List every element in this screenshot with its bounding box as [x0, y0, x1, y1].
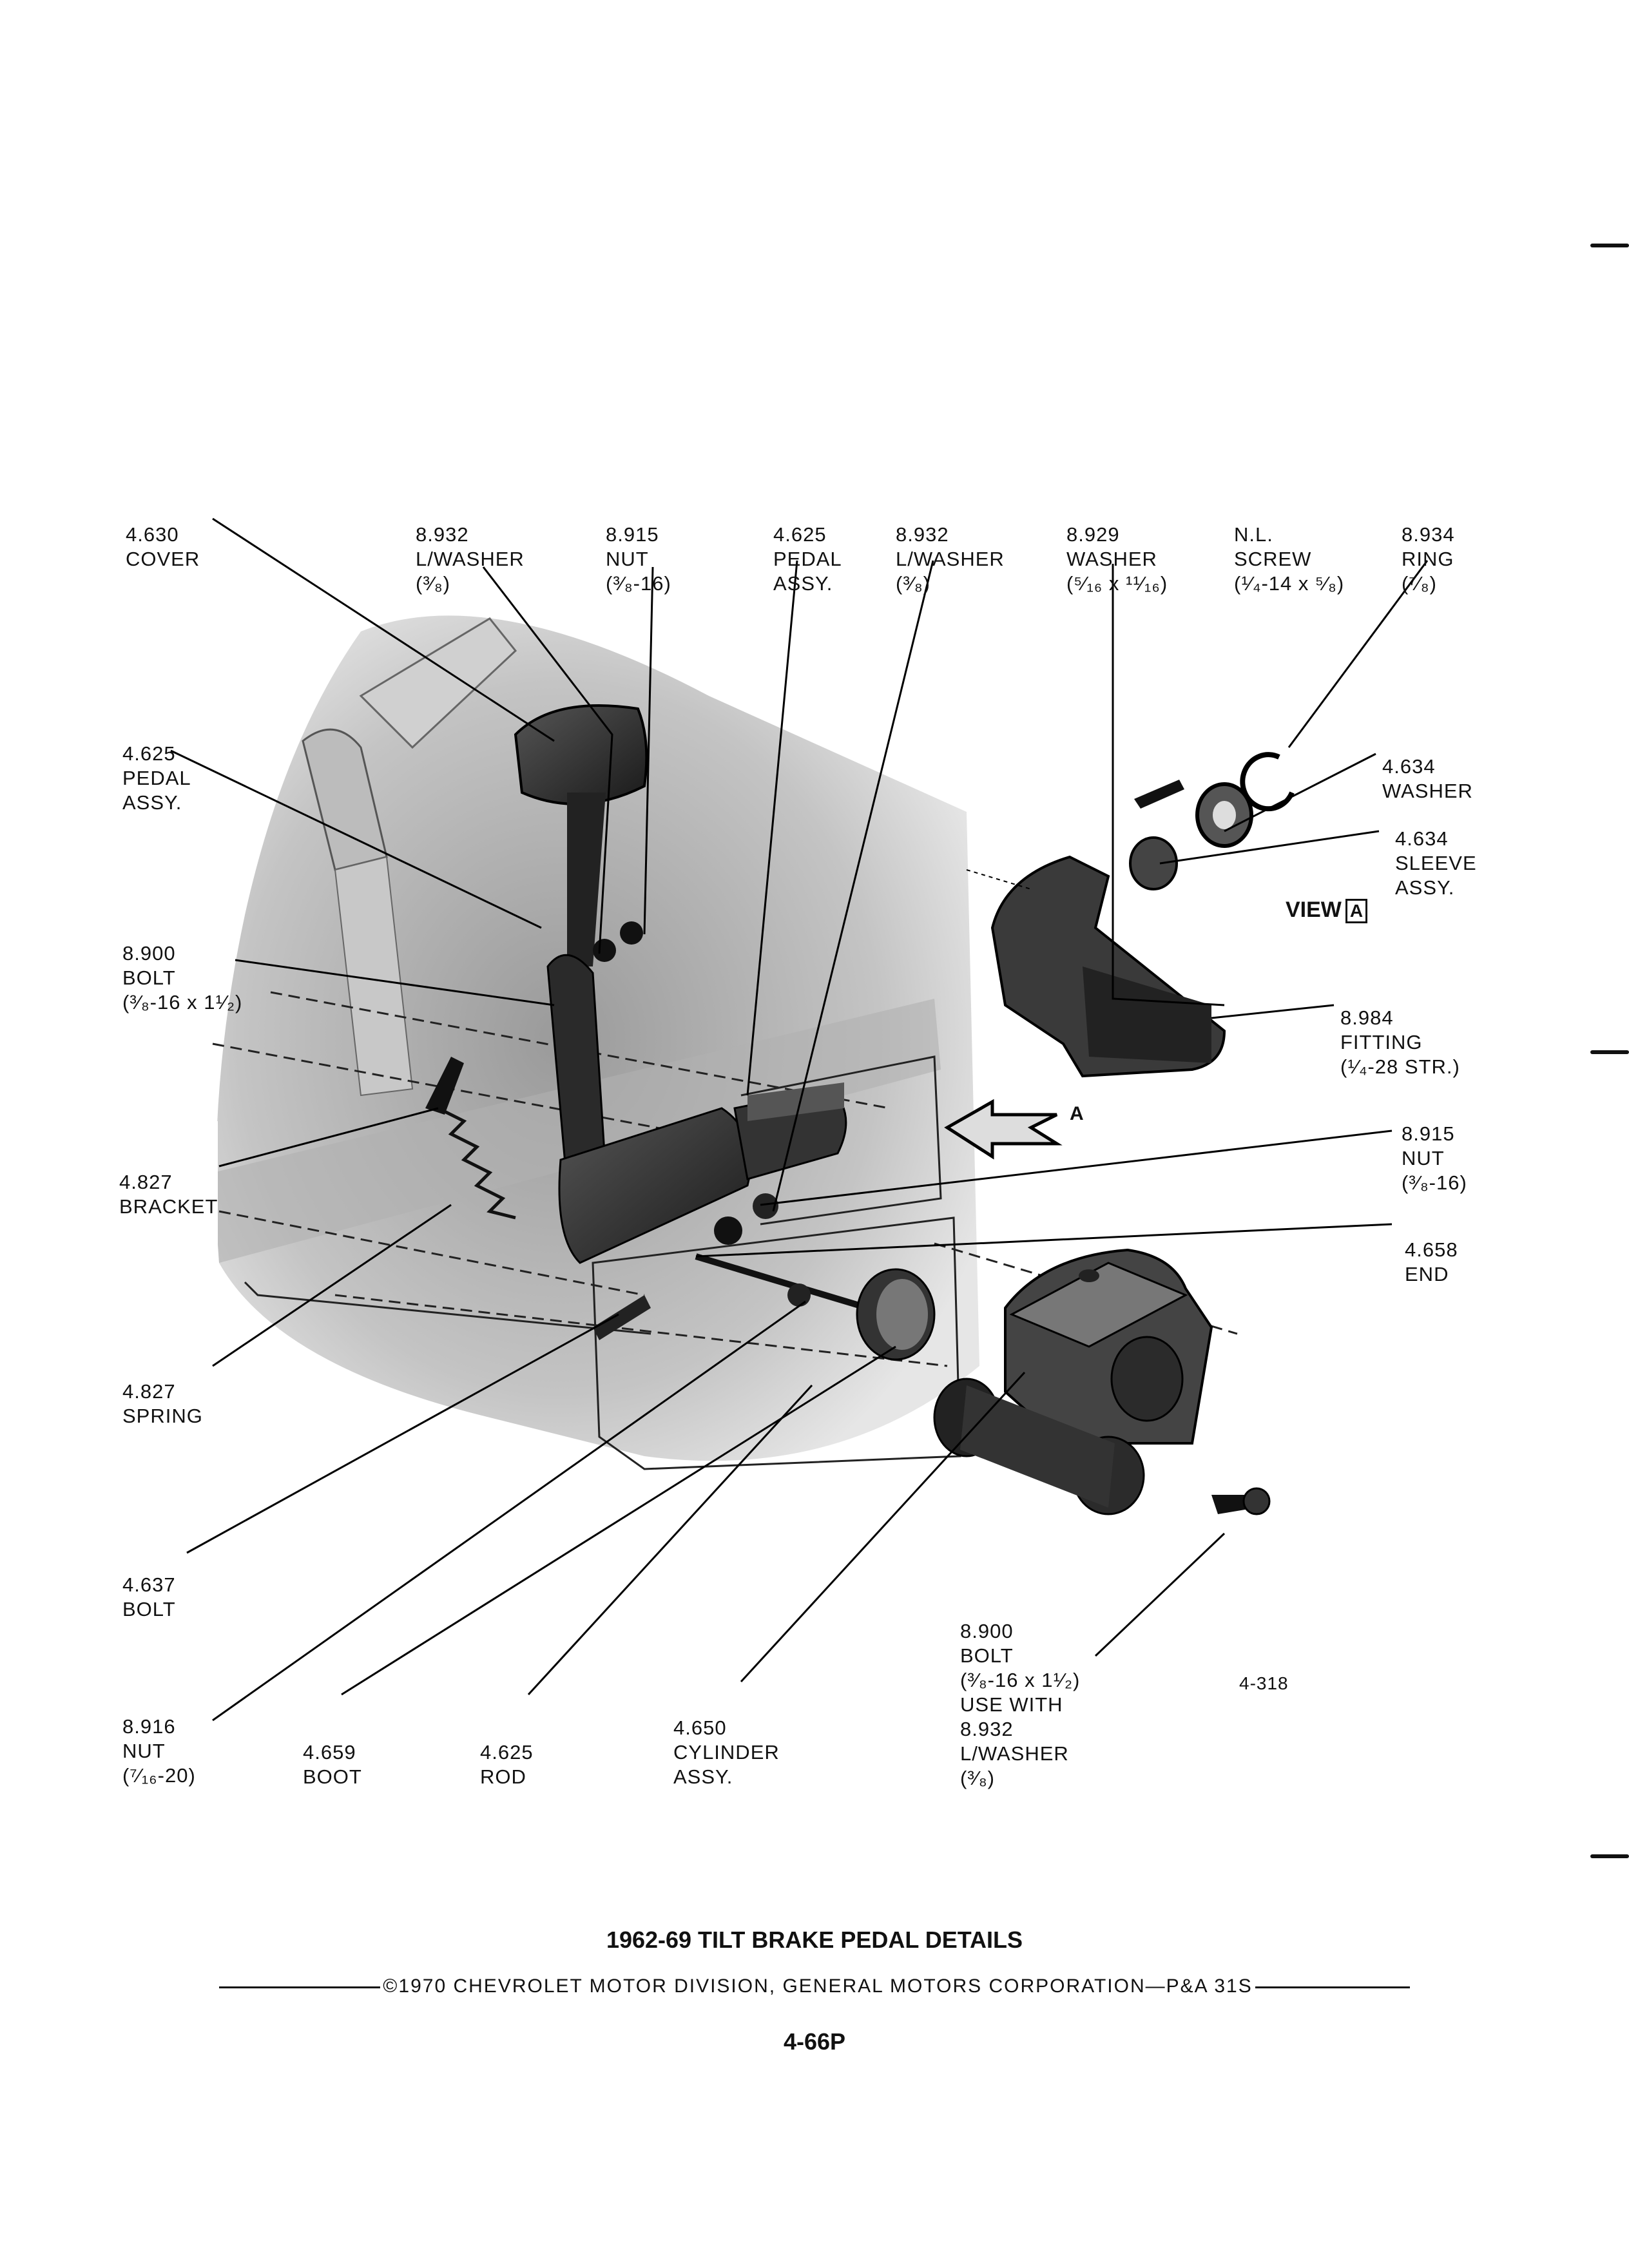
- master-cylinder: [933, 1248, 1213, 1515]
- screw-icon: [1134, 780, 1184, 809]
- binder-mark: [1590, 1050, 1629, 1054]
- ring-icon: [1240, 752, 1295, 812]
- nut-icon: [620, 921, 643, 945]
- nut-icon: [714, 1216, 742, 1245]
- steering-column: [359, 617, 517, 749]
- view-letter-box: A: [1345, 899, 1368, 923]
- binder-mark: [1590, 244, 1629, 247]
- view-a-detail: [966, 752, 1295, 1078]
- sleeve-icon: [1129, 836, 1178, 890]
- leader-lines: [170, 517, 1429, 1722]
- nut-icon: [593, 939, 616, 962]
- bolt-icon: [593, 1295, 651, 1340]
- binder-mark: [1590, 1854, 1629, 1858]
- figure-number: 4-318: [1239, 1673, 1289, 1693]
- callout-screw-top: N.L.SCREW(¹⁄₄-14 x ⁵⁄₈): [1234, 523, 1345, 595]
- pedal-pad: [514, 704, 648, 805]
- view-direction-arrow: [944, 1099, 1063, 1160]
- copyright-text: ©1970 CHEVROLET MOTOR DIVISION, GENERAL …: [383, 1975, 1253, 1997]
- view-label-text: VIEW: [1286, 898, 1342, 922]
- nut-icon: [753, 1193, 778, 1219]
- pedal-arm: [567, 793, 606, 966]
- copyright-line: ©1970 CHEVROLET MOTOR DIVISION, GENERAL …: [0, 1975, 1629, 1997]
- arrow-letter: A: [1070, 1103, 1084, 1124]
- page-number: 4-66P: [783, 2028, 846, 2055]
- return-spring: [437, 1106, 516, 1220]
- page-title: 1962-69 TILT BRAKE PEDAL DETAILS: [606, 1927, 1023, 1953]
